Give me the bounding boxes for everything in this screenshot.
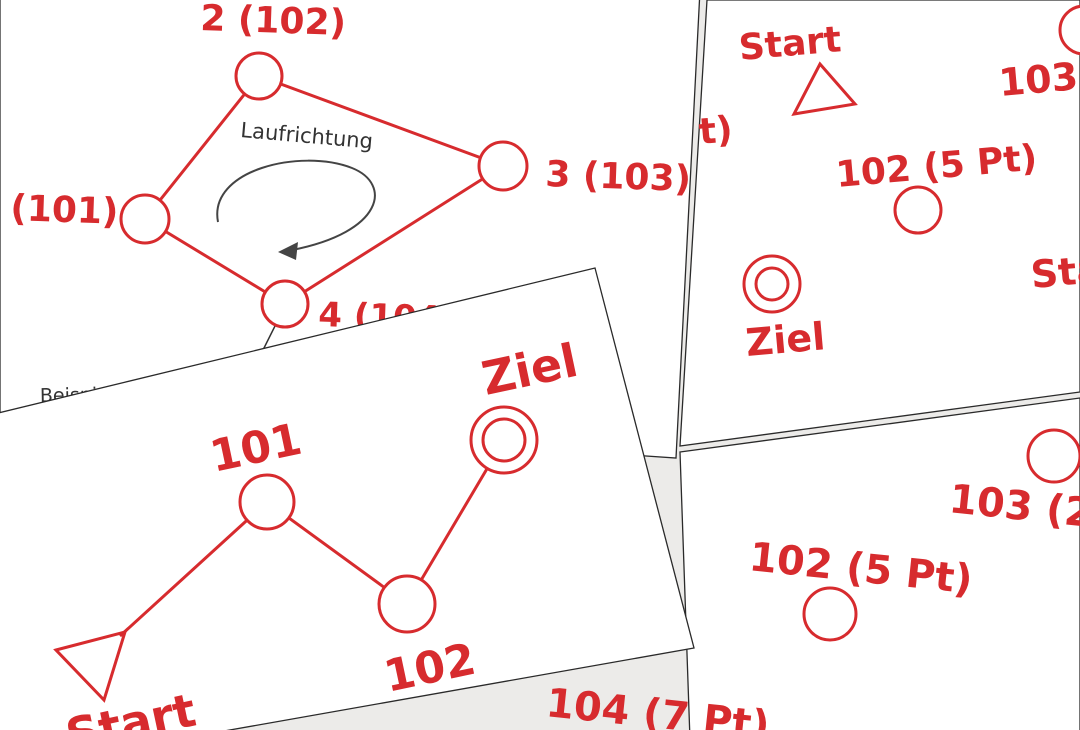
card-right-top: Start 103 t) 102 (5 Pt) Ziel Sta bbox=[679, 0, 1080, 447]
label-node-103: 103 bbox=[997, 54, 1080, 105]
direction-arc bbox=[216, 159, 376, 251]
start-triangle bbox=[53, 629, 128, 703]
node-104 bbox=[260, 279, 310, 329]
course-path bbox=[118, 439, 506, 638]
card-front-sheet bbox=[0, 267, 695, 730]
node-102 bbox=[802, 586, 858, 642]
node-103 bbox=[1058, 4, 1080, 56]
card-right-top-sheet bbox=[679, 0, 1080, 447]
label-node-102: 2 (102) bbox=[200, 0, 347, 44]
label-start: Start bbox=[737, 19, 843, 69]
node-102 bbox=[893, 185, 943, 235]
label-finish: Ziel bbox=[744, 314, 827, 365]
node-103 bbox=[477, 140, 529, 192]
label-node-101: (101) bbox=[10, 188, 119, 233]
start-triangle bbox=[791, 61, 858, 116]
node-101 bbox=[119, 193, 171, 245]
label-partial-t: t) bbox=[697, 109, 734, 153]
node-103 bbox=[1026, 428, 1080, 484]
label-node-103: 3 (103) bbox=[545, 154, 692, 200]
finish-inner-ring bbox=[754, 266, 790, 302]
node-102 bbox=[234, 51, 284, 101]
card-right-bottom: 103 (2 102 (5 Pt) 104 (7 Pt) bbox=[544, 397, 1080, 730]
direction-arrow-icon bbox=[278, 242, 298, 260]
card-front: 101 102 Ziel Start bbox=[0, 267, 695, 730]
node-102 bbox=[377, 574, 437, 634]
finish-inner-ring bbox=[481, 417, 527, 463]
node-101 bbox=[238, 473, 296, 531]
label-start-partial: Sta bbox=[1029, 247, 1080, 297]
